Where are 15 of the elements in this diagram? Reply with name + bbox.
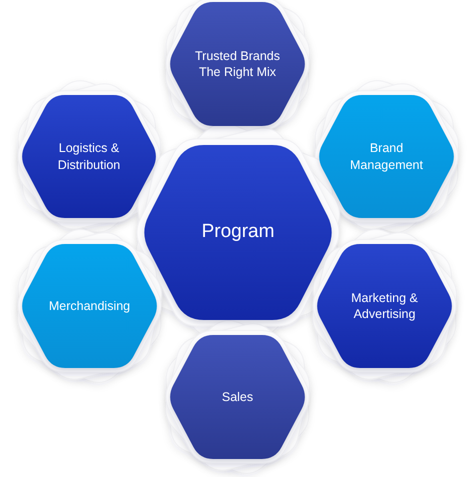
- hexagon-node: [22, 244, 157, 368]
- hexagon-label: Trusted Brands: [195, 48, 280, 64]
- hexagon-label: Sales: [222, 388, 254, 406]
- hexagon-node: [143, 145, 333, 320]
- hexagon-label: Logistics & Distribution: [56, 140, 122, 173]
- hexagon-label: Marketing & Advertising: [350, 290, 419, 322]
- hexagon-node: [22, 95, 156, 218]
- hexagon-node: [317, 244, 452, 368]
- hexagon-node: [319, 95, 454, 218]
- hexagon-node: [170, 335, 305, 459]
- hexagon-label: Program: [202, 220, 274, 244]
- hexagon-label: The Right Mix: [198, 64, 276, 80]
- hexagon-node: [170, 2, 305, 126]
- hexagon-label: Brand Management: [349, 140, 424, 173]
- hexagon-label: Merchandising: [48, 298, 130, 314]
